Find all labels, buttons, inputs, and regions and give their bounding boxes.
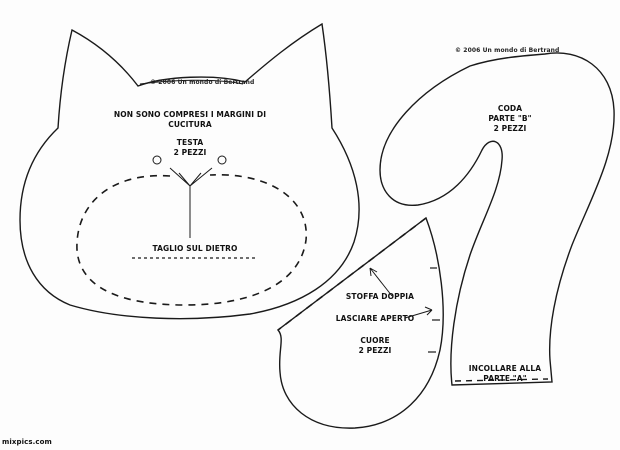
fabric-arrow bbox=[369, 267, 393, 297]
tail-part: PARTE "B" bbox=[488, 114, 532, 123]
head-note-line1: NON SONO COMPRESI I MARGINI DI bbox=[113, 110, 267, 119]
head-copyright: © 2006 Un mondo di Bertrand bbox=[150, 79, 255, 86]
head-title: TESTA bbox=[176, 138, 204, 147]
tail-attach-line2: PARTE "A" bbox=[483, 374, 527, 383]
heart-outline bbox=[276, 216, 444, 429]
tail-outline bbox=[379, 52, 615, 386]
tail-attach-line1: INCOLLARE ALLA bbox=[468, 364, 542, 373]
head-pieces: 2 PEZZI bbox=[173, 148, 207, 157]
head-note-line2: CUCITURA bbox=[168, 120, 212, 129]
site-watermark: mixpics.com bbox=[2, 438, 52, 446]
tail-attach-line bbox=[454, 378, 549, 382]
open-arrow bbox=[404, 306, 433, 319]
head-inner-line bbox=[139, 79, 244, 85]
right-eye-mark bbox=[217, 155, 227, 165]
cat-head-outline bbox=[19, 22, 360, 320]
heart-fold-line bbox=[277, 217, 427, 331]
heart-fabric-label: STOFFA DOPPIA bbox=[345, 292, 415, 301]
heart-open-label: LASCIARE APERTO bbox=[335, 314, 415, 323]
left-eye-mark bbox=[152, 155, 162, 165]
tail-pieces: 2 PEZZI bbox=[493, 124, 527, 133]
nose-mark bbox=[169, 167, 213, 238]
heart-title: CUORE bbox=[360, 336, 390, 345]
tail-title: CODA bbox=[497, 104, 523, 113]
muzzle-stitch-line bbox=[76, 174, 307, 306]
heart-pieces: 2 PEZZI bbox=[358, 346, 392, 355]
tail-copyright: © 2006 Un mondo di Bertrand bbox=[455, 47, 560, 54]
head-cut-label: TAGLIO SUL DIETRO bbox=[152, 244, 238, 253]
